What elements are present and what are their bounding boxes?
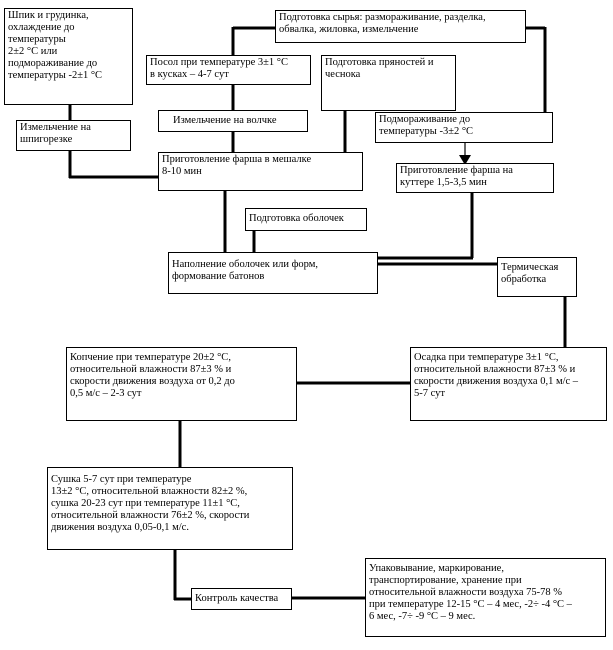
- step-filling-shaping: Наполнение оболочек или форм, формование…: [168, 252, 378, 294]
- step-casing-preparation: Подготовка оболочек: [245, 208, 367, 231]
- step-mincing-cutter: Приготовление фарша на куттере 1,5-3,5 м…: [396, 163, 554, 193]
- step-heat-treatment: Термическая обработка: [497, 257, 577, 297]
- step-quality-control: Контроль качества: [191, 588, 292, 610]
- arrow-head: [459, 155, 471, 165]
- step-freezing: Подмораживание до температуры -3±2 °С: [375, 112, 553, 143]
- step-packing-storage: Упаковывание, маркирование, транспортиро…: [365, 558, 606, 637]
- step-raw-preparation: Подготовка сырья: размораживание, раздел…: [275, 10, 526, 43]
- step-grinding-shpigorezka: Измельчение на шпигорезке: [16, 120, 131, 151]
- step-salo-chilling: Шпик и грудинка, охлаждение до температу…: [4, 8, 133, 105]
- step-mincing-mixer: Приготовление фарша в мешалке 8-10 мин: [158, 152, 363, 191]
- step-smoking: Копчение при температуре 20±2 °С, относи…: [66, 347, 297, 421]
- step-grinding-volchok: Измельчение на волчке: [158, 110, 308, 132]
- step-settling: Осадка при температуре 3±1 °С, относител…: [410, 347, 607, 421]
- step-salting: Посол при температуре 3±1 °С в кусках – …: [146, 55, 311, 85]
- step-drying: Сушка 5-7 сут при температуре 13±2 °С, о…: [47, 467, 293, 550]
- step-spice-preparation: Подготовка пряностей и чеснока: [321, 55, 456, 111]
